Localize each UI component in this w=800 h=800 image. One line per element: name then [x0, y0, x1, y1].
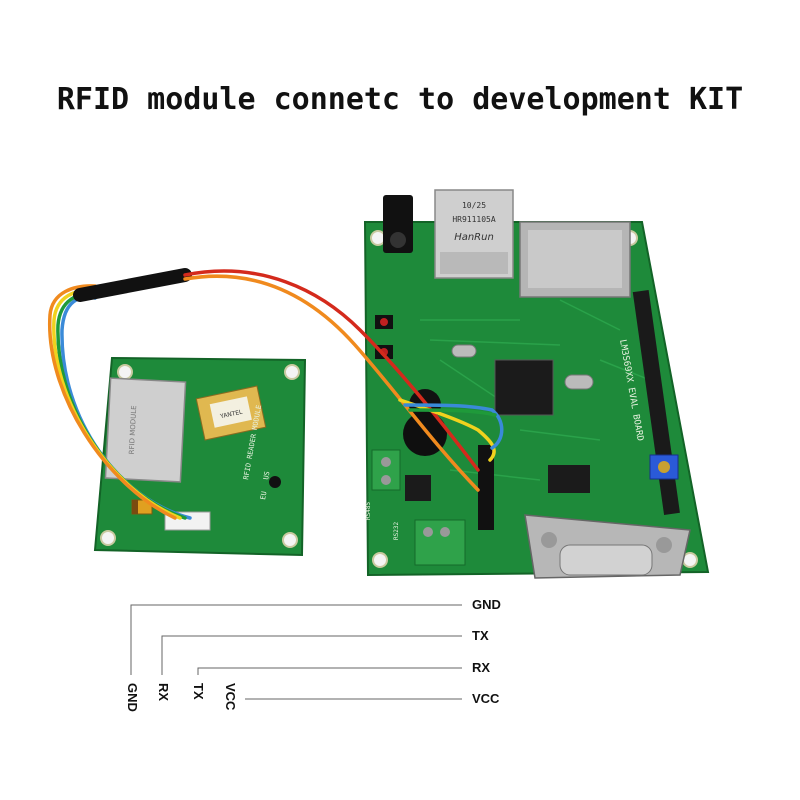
- eu-text: EU: [259, 491, 268, 501]
- development-board: 10/25 HR911105A HanRun: [363, 189, 710, 579]
- rx-leader-line: [197, 667, 462, 675]
- pinout-diagram: [130, 604, 462, 700]
- pin-label-rx: RX: [472, 660, 491, 675]
- db9-connector: [524, 514, 691, 579]
- pin-label-bottom-rx: RX: [156, 683, 171, 702]
- terminal-block-bottom: [414, 519, 466, 566]
- rs485-text: RS485: [365, 502, 372, 520]
- rs232-text: RS232: [393, 522, 400, 540]
- gnd-leader-line: [130, 604, 462, 675]
- chip-label-text: YANTEL: [219, 409, 244, 421]
- wire-harness: [48, 268, 504, 520]
- mcu-chip: [494, 359, 554, 416]
- pin-label-vcc: VCC: [472, 691, 500, 706]
- jack-brand-text: HanRun: [454, 232, 494, 243]
- jack-part-text: HR911105A: [452, 215, 496, 224]
- page-title: RFID module connetc to development KIT: [56, 82, 744, 117]
- rfid-module-board: RFID MODULE YANTEL RFID READER MODULE EU…: [93, 356, 307, 557]
- pin-label-tx: TX: [472, 628, 489, 643]
- us-text: US: [262, 471, 271, 481]
- tx-leader-line: [161, 635, 462, 675]
- pin-label-bottom-gnd: GND: [125, 683, 140, 712]
- pin-label-gnd: GND: [472, 597, 501, 612]
- pin-label-bottom-vcc: VCC: [223, 683, 238, 711]
- pin-label-bottom-tx: TX: [191, 683, 206, 700]
- jack-date-text: 10/25: [462, 201, 486, 210]
- ethernet-jack: 10/25 HR911105A HanRun: [434, 189, 514, 279]
- shield-label-text: RFID MODULE: [128, 405, 139, 454]
- rfid-shield-can: RFID MODULE: [104, 377, 187, 483]
